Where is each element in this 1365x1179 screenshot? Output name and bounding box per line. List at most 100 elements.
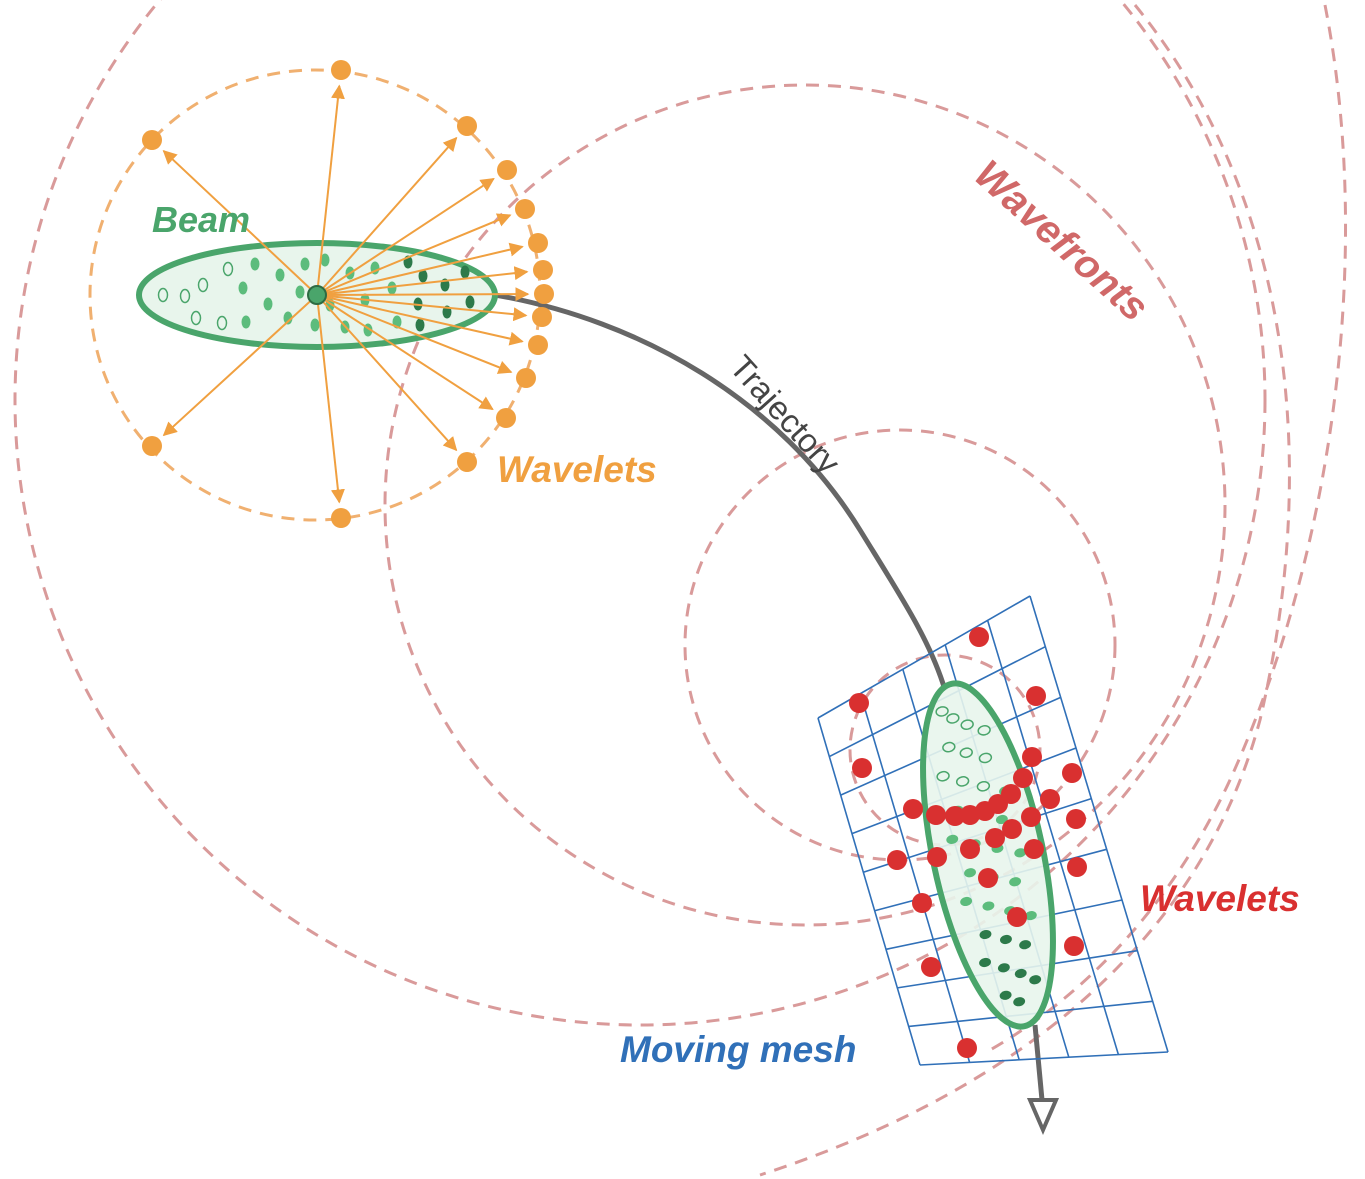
- observer-wavelet-dot: [1062, 763, 1082, 783]
- beam-particle: [222, 261, 234, 277]
- observer-wavelet-dot: [945, 806, 965, 826]
- observer-wavelet-dot: [926, 805, 946, 825]
- beam-particle: [190, 310, 202, 326]
- beam-particle: [465, 295, 475, 309]
- radiation-arrow: [316, 287, 530, 302]
- beam-particle: [295, 285, 305, 299]
- radiation-arrow: [316, 136, 458, 296]
- beam-particle: [946, 834, 959, 844]
- observer-wavelet-dot: [1022, 747, 1042, 767]
- radiation-arrow: [316, 294, 528, 322]
- observer-wavelet-dot: [1001, 784, 1021, 804]
- beam-particle: [216, 315, 228, 331]
- beam-particle: [995, 814, 1008, 825]
- beam-particle: [955, 776, 970, 787]
- observer-wavelet-dot: [921, 957, 941, 977]
- radiation-arrow: [316, 213, 512, 296]
- wavefronts-label: Wavefronts: [966, 152, 1157, 330]
- beam-particle: [320, 253, 330, 267]
- beam-particle: [250, 257, 260, 271]
- source-wavelet-dot: [496, 408, 516, 428]
- beam-particle: [964, 868, 976, 878]
- beam-particle: [982, 901, 995, 911]
- beam-particle: [157, 287, 169, 303]
- beam-particle: [936, 770, 950, 782]
- beam-particle: [959, 747, 973, 759]
- beam-particle: [238, 281, 248, 295]
- beam-particle: [935, 706, 949, 717]
- observer-wavelet-dots: [849, 627, 1087, 1058]
- radiation-arrow: [162, 149, 318, 296]
- radiation-arrow: [316, 177, 495, 296]
- source-wavelets-label: Wavelets: [497, 449, 657, 490]
- beam-particle: [976, 780, 991, 792]
- source-wavelet-dot: [497, 160, 517, 180]
- observer-wavelet-dot: [985, 828, 1005, 848]
- moving-mesh-label: Moving mesh: [620, 1029, 856, 1070]
- source-wavelet-dot: [528, 335, 548, 355]
- beam-particle: [978, 752, 993, 764]
- observer-wavelet-dot: [1021, 807, 1041, 827]
- beam-particle: [283, 311, 293, 325]
- trajectory-curve: [494, 292, 948, 691]
- beam-particle: [300, 257, 310, 271]
- observer-wavelet-dot: [1064, 936, 1084, 956]
- beam-particle: [460, 265, 470, 279]
- radiation-arrow: [316, 294, 513, 374]
- source-wavelet-dot: [528, 233, 548, 253]
- mesh-line: [1029, 595, 1169, 1053]
- observer-wavelet-dot: [960, 805, 980, 825]
- source-wavelet-dot: [457, 452, 477, 472]
- wavefront-arc-outer: [759, 4, 1291, 1177]
- trajectory-label: Trajectory: [723, 348, 848, 481]
- beam-particle: [275, 268, 285, 282]
- observer-wavelet-dot: [1066, 809, 1086, 829]
- beam-particle: [1029, 975, 1042, 985]
- beam-particle: [979, 957, 991, 968]
- observer-wavelet-dot: [1067, 857, 1087, 877]
- observer-wavelets-label: Wavelets: [1140, 878, 1300, 919]
- source-wavelet-dot: [515, 199, 535, 219]
- wavefront-arc-right: [989, 4, 1348, 1052]
- beam-particle: [1009, 877, 1022, 887]
- wavefront-circle-1: [13, 0, 1267, 1027]
- emission-point: [307, 285, 327, 305]
- beam-label: Beam: [152, 199, 250, 240]
- radiation-arrow: [316, 294, 345, 504]
- trajectory-arrowhead: [1026, 1098, 1060, 1136]
- source-wavelet-dot: [142, 130, 162, 150]
- source-wavelet-dot: [533, 260, 553, 280]
- observer-wavelet-dot: [912, 893, 932, 913]
- source-wavelet-dot: [516, 368, 536, 388]
- source-wavelet-dot: [331, 508, 351, 528]
- beam-particle: [415, 318, 425, 332]
- beam-particle: [1024, 911, 1037, 921]
- beam-particle: [979, 929, 992, 940]
- observer-wavelet-dot: [1007, 907, 1027, 927]
- beam-particle: [1014, 848, 1027, 858]
- observer-wavelet-dot: [1002, 819, 1022, 839]
- beam-particle: [999, 990, 1012, 1000]
- radiation-arrow: [316, 294, 524, 346]
- beam-particle: [418, 269, 428, 283]
- radiation-arrow: [316, 266, 529, 296]
- mesh-line: [817, 717, 921, 1066]
- beam-particle: [1013, 997, 1026, 1007]
- beam-particle: [946, 713, 960, 724]
- wavefront-circles: [13, 0, 1348, 1177]
- beam-particle: [997, 963, 1010, 973]
- observer-wavelet-dot: [969, 627, 989, 647]
- beam-particle: [942, 741, 956, 753]
- source-wavelet-dots: [142, 60, 554, 528]
- radiation-arrow: [316, 84, 345, 296]
- beam-particle: [1019, 940, 1032, 950]
- mesh-line: [986, 620, 1120, 1055]
- wavefront-circle-2: [383, 83, 1227, 927]
- source-wavelet-dot: [532, 307, 552, 327]
- radiation-arrow: [316, 294, 494, 411]
- beam-particle: [1014, 968, 1027, 979]
- radiation-arrow: [316, 294, 458, 452]
- beam-particle: [960, 896, 973, 907]
- source-wavelet-dot: [331, 60, 351, 80]
